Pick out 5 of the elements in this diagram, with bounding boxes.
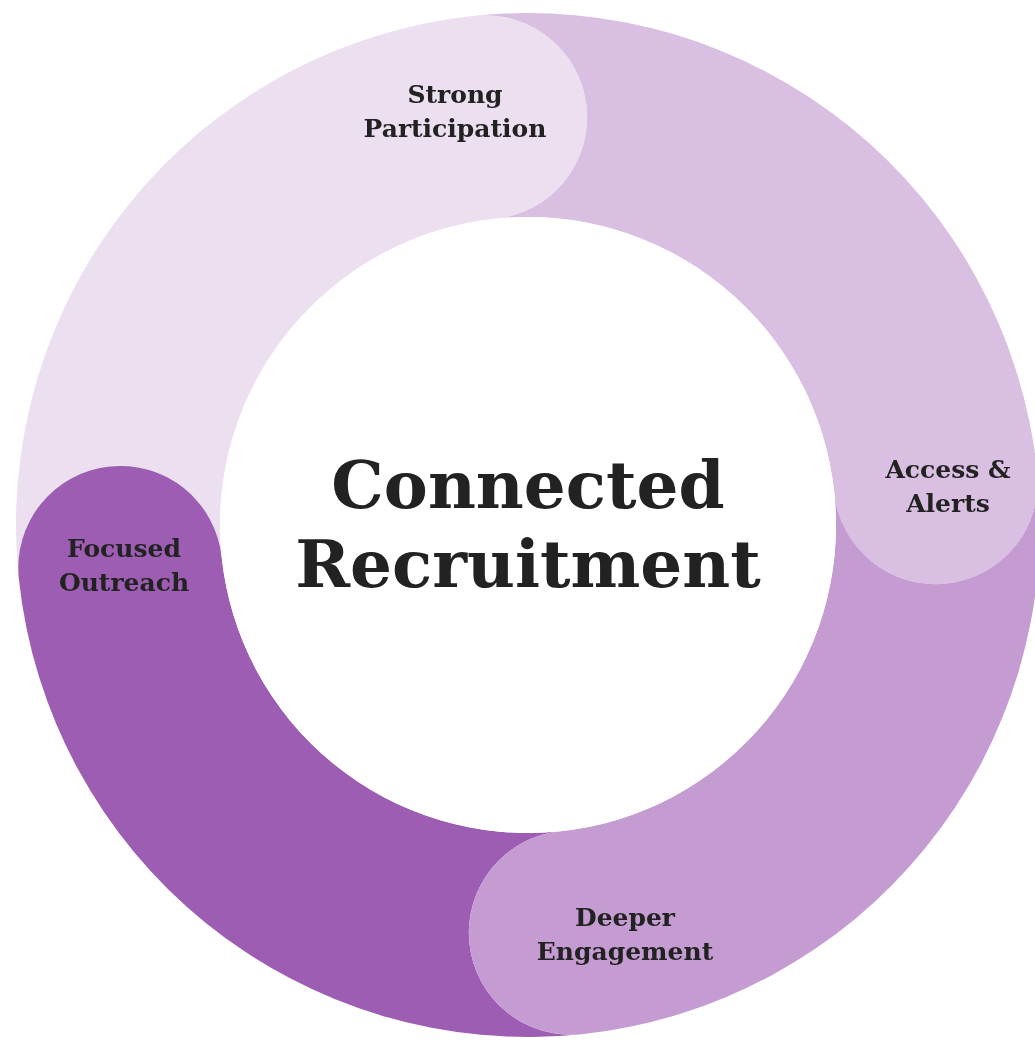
segment-label: Access & Alerts — [884, 454, 1012, 520]
center-title: Connected Recruitment — [294, 445, 762, 605]
segment-label: Strong Participation — [362, 79, 548, 145]
segment-label: Deeper Engagement — [535, 902, 715, 968]
segment-label: Focused Outreach — [57, 533, 191, 599]
